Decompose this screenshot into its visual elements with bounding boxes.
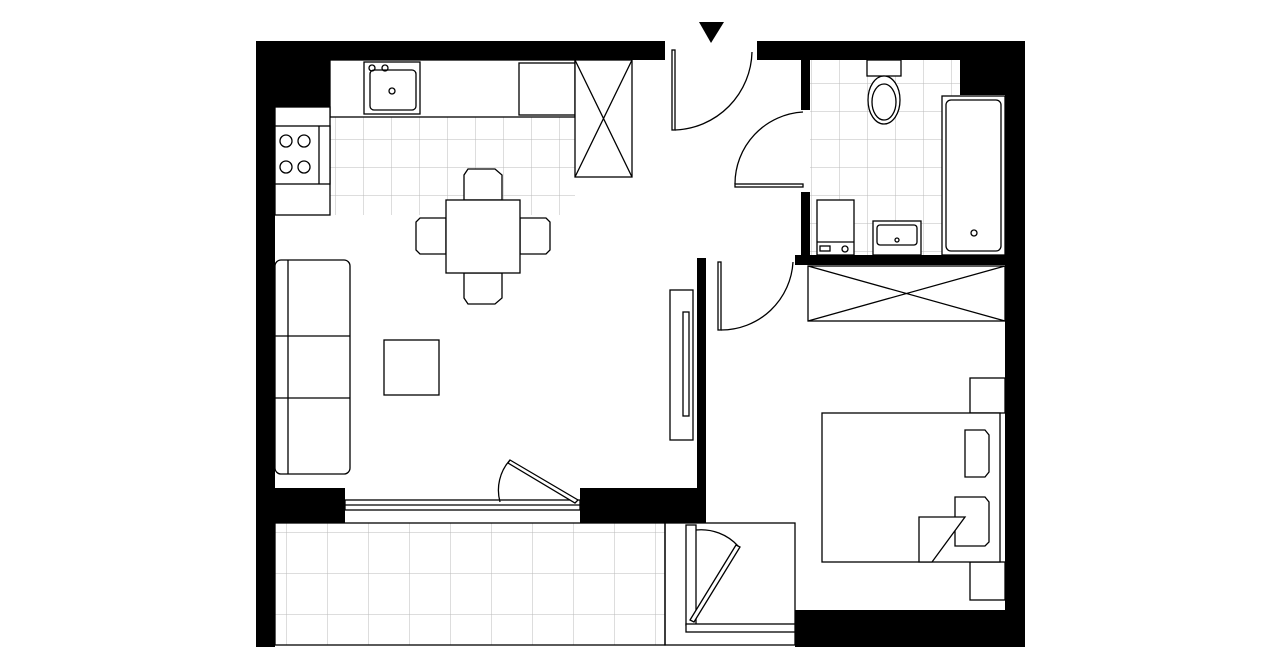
- toilet: [866, 59, 902, 125]
- dining-set: [415, 168, 551, 305]
- kitchen-wardrobe: [574, 59, 633, 178]
- fridge: [518, 62, 576, 116]
- balcony-tiles: [274, 522, 796, 646]
- bedroom-door[interactable]: [717, 261, 794, 331]
- washing-machine: [816, 199, 855, 256]
- tv-stand: [669, 289, 694, 441]
- bathroom-sink: [872, 220, 922, 256]
- living-balcony-door[interactable]: [344, 459, 581, 511]
- entrance-door[interactable]: [671, 49, 753, 131]
- bed: [821, 377, 1006, 601]
- entrance-arrow-icon: [699, 22, 724, 43]
- kitchen-sink: [363, 61, 421, 115]
- bedroom-wardrobe: [807, 265, 1006, 322]
- bathtub: [941, 95, 1006, 256]
- bedroom-balcony-door[interactable]: [685, 524, 796, 633]
- walls: [256, 41, 1025, 647]
- stove: [274, 125, 331, 185]
- kitchen-tiles: [330, 117, 575, 215]
- sofa: [274, 259, 351, 475]
- bathroom-door[interactable]: [734, 111, 804, 188]
- coffee-table: [383, 339, 440, 396]
- dining-table: [445, 199, 521, 274]
